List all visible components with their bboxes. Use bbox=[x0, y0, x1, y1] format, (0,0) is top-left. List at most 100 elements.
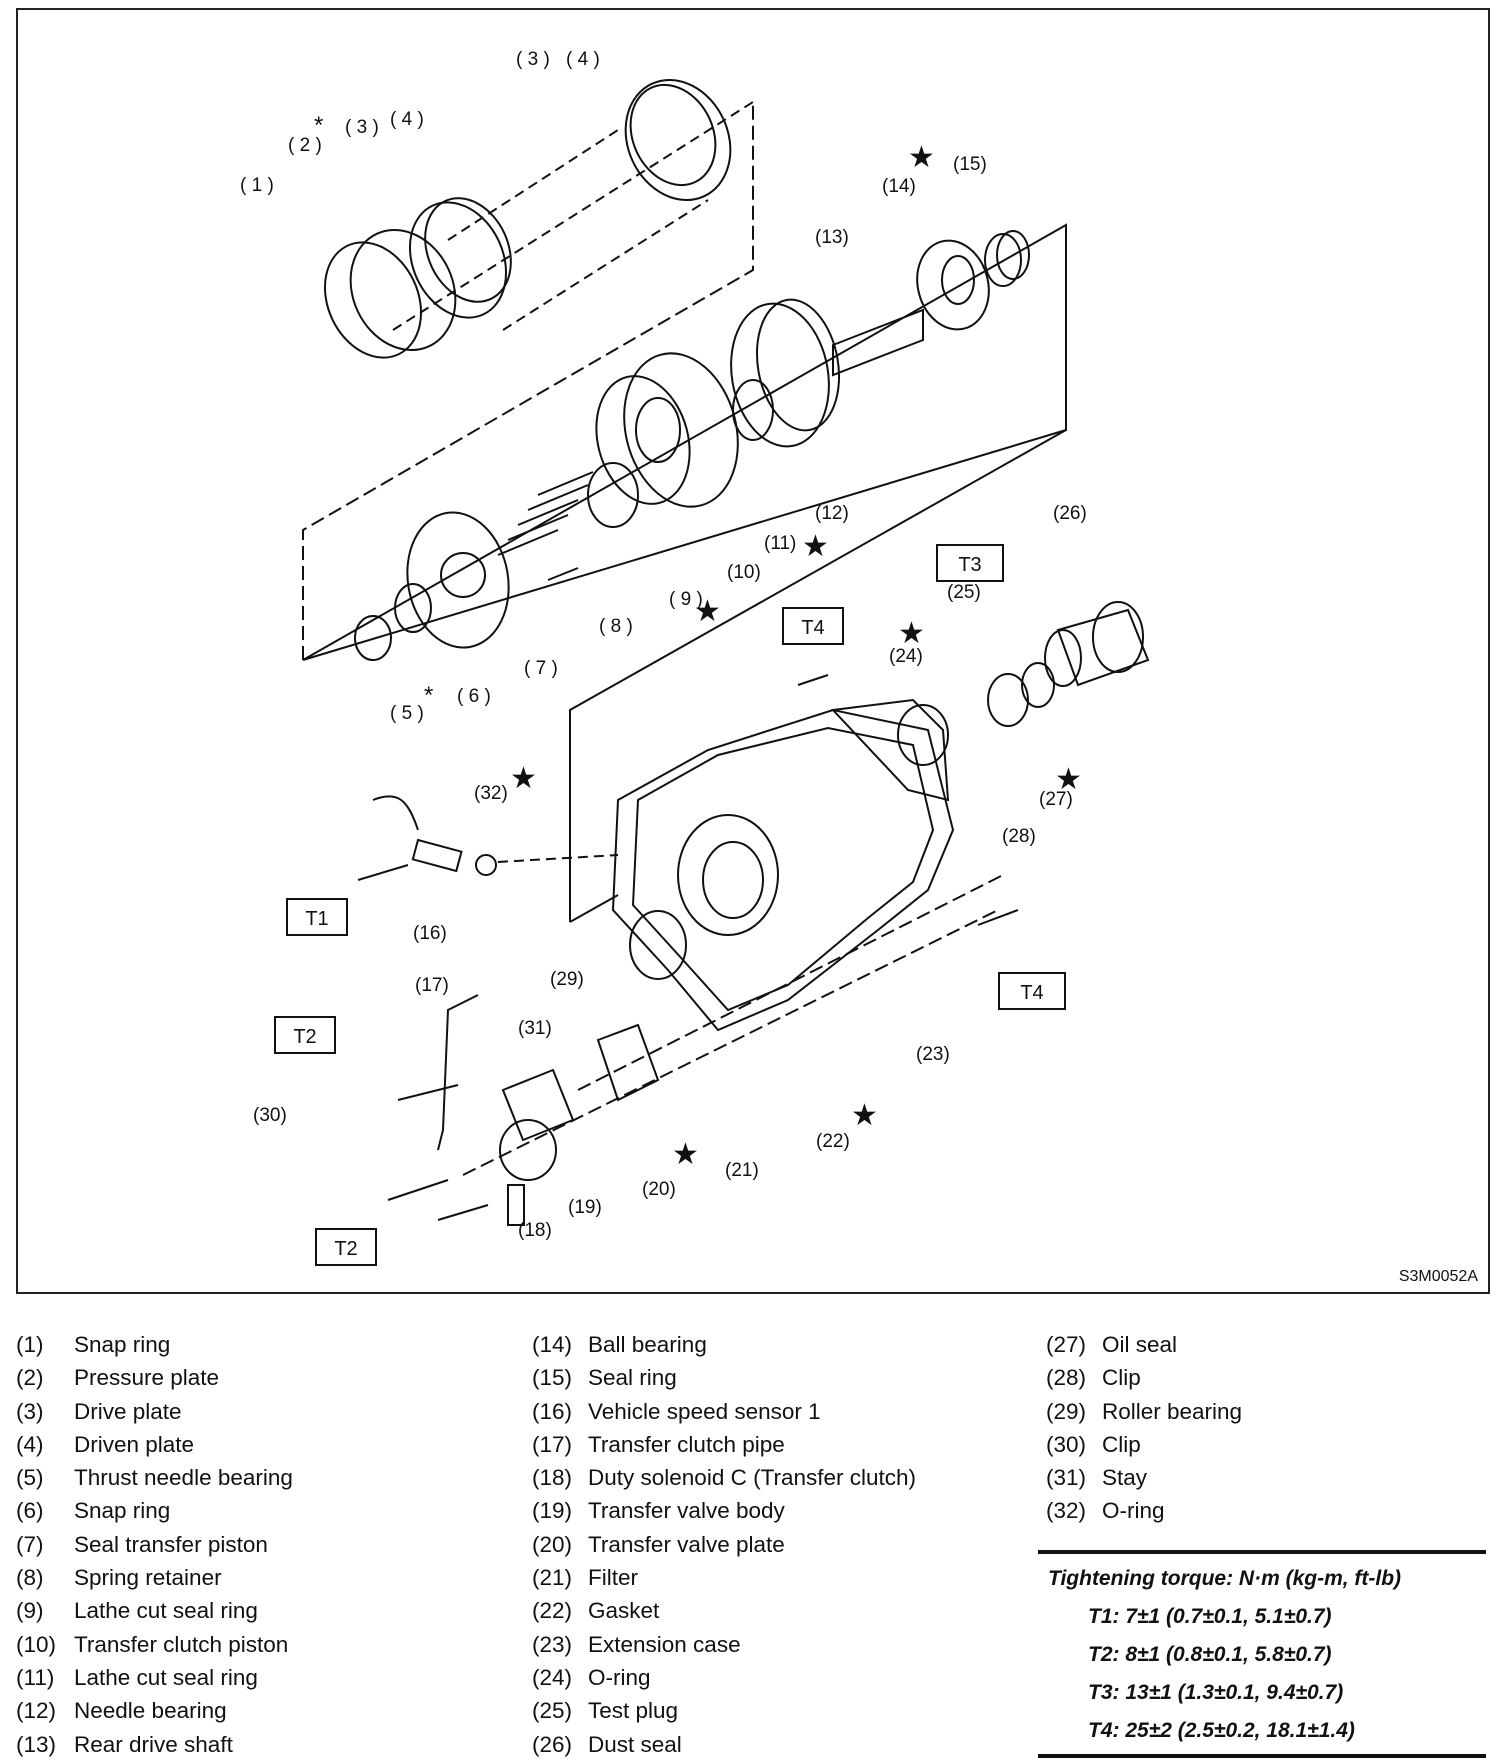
callout-label: (22) bbox=[816, 1131, 850, 1152]
legend-item: (15)Seal ring bbox=[532, 1361, 916, 1394]
legend-name: Pressure plate bbox=[74, 1365, 220, 1391]
legend-name: O-ring bbox=[588, 1664, 651, 1690]
legend-item: (21)Filter bbox=[532, 1561, 916, 1594]
legend-item: (18) Duty solenoid C (Transfer clutch) bbox=[532, 1461, 916, 1494]
legend-item: (1) Snap ring bbox=[16, 1328, 293, 1361]
legend-number: (22) bbox=[532, 1598, 573, 1624]
legend-name: Oil seal bbox=[1102, 1332, 1178, 1357]
legend-number: (26) bbox=[532, 1731, 573, 1757]
replace-star-icon: ★ bbox=[851, 1099, 878, 1132]
legend-name: Roller bearing bbox=[1102, 1398, 1243, 1424]
legend-number: (19) bbox=[532, 1498, 573, 1524]
callout-label: ( 2 ) bbox=[288, 135, 322, 156]
legend-number: (14) bbox=[532, 1332, 573, 1357]
replace-star-icon: ★ bbox=[672, 1138, 699, 1171]
upper-group-dashed-outline bbox=[302, 102, 754, 660]
legend-item: (25)Test plug bbox=[532, 1694, 916, 1727]
legend-name: Transfer clutch piston bbox=[74, 1631, 289, 1657]
callout-label: ( 4 ) bbox=[390, 109, 424, 130]
legend-item: (16)Vehicle speed sensor 1 bbox=[532, 1395, 916, 1428]
legend-name: Clip bbox=[1102, 1365, 1141, 1391]
legend-name: Snap ring bbox=[74, 1332, 171, 1357]
legend-name: Transfer clutch pipe bbox=[588, 1431, 785, 1457]
callout-label: ( 8 ) bbox=[599, 616, 633, 637]
rear-drive-shaft bbox=[832, 308, 924, 377]
callout-label: ( 6 ) bbox=[457, 686, 491, 707]
legend-item: (9)Lathe cut seal ring bbox=[16, 1594, 293, 1627]
legend-item: (24)O-ring bbox=[532, 1661, 916, 1694]
legend-number: (11) bbox=[16, 1664, 55, 1690]
legend-number: (10) bbox=[16, 1631, 57, 1657]
legend-number: (6) bbox=[16, 1498, 44, 1524]
torque-tag-t2: T2 bbox=[274, 1016, 336, 1054]
legend-number: (7) bbox=[16, 1531, 44, 1557]
speed-sensor-wire bbox=[372, 795, 419, 831]
callout-label: ( 1 ) bbox=[240, 175, 274, 196]
legend-name: Snap ring bbox=[74, 1498, 171, 1524]
exploded-diagram: ( 1 ) ( 2 ) ( 3 ) ( 4 ) ( 3 ) ( 4 ) ( 5 … bbox=[16, 8, 1490, 1294]
legend-number: (18) bbox=[532, 1465, 573, 1491]
callout-label: (18) bbox=[518, 1220, 552, 1241]
legend-item: (17)Transfer clutch pipe bbox=[532, 1428, 916, 1461]
legend-item: (29) Roller bearing bbox=[1046, 1395, 1242, 1428]
legend-number: (15) bbox=[532, 1365, 573, 1391]
legend-number: (1) bbox=[16, 1332, 44, 1357]
replace-star-icon: ★ bbox=[694, 595, 721, 628]
legend-item: (30)Clip bbox=[1046, 1428, 1242, 1461]
replace-star-icon: ★ bbox=[908, 141, 935, 174]
callout-label: ( 7 ) bbox=[524, 658, 558, 679]
callout-label: (26) bbox=[1053, 503, 1087, 524]
legend-name: Gasket bbox=[588, 1598, 660, 1624]
callout-label: (20) bbox=[642, 1179, 676, 1200]
legend-item: (19)Transfer valve body bbox=[532, 1494, 916, 1527]
legend-name: Transfer valve plate bbox=[588, 1531, 785, 1557]
legend-name: Spring retainer bbox=[74, 1565, 222, 1591]
extension-case-shape bbox=[611, 708, 955, 1032]
needle-bearing-gear bbox=[730, 302, 830, 448]
torque-tag-t4: T4 bbox=[782, 607, 844, 645]
legend-name: Thrust needle bearing bbox=[74, 1465, 293, 1491]
legend-number: (20) bbox=[532, 1531, 573, 1557]
legend-item: (12)Needle bearing bbox=[16, 1694, 293, 1727]
legend-item: (23)Extension case bbox=[532, 1628, 916, 1661]
legend-item: (11)Lathe cut seal ring bbox=[16, 1661, 293, 1694]
mid-group-dashed-outline bbox=[302, 223, 1067, 661]
legend-name: Extension case bbox=[588, 1631, 741, 1657]
replace-star-icon: ★ bbox=[1055, 763, 1082, 796]
ball-bearing-shape bbox=[916, 239, 990, 331]
callout-label: ( 5 ) bbox=[390, 703, 424, 724]
callout-label: (19) bbox=[568, 1197, 602, 1218]
callout-label: (17) bbox=[415, 975, 449, 996]
legend-number: (25) bbox=[532, 1698, 573, 1724]
legend-number: (32) bbox=[1046, 1498, 1087, 1524]
legend-item: (8)Spring retainer bbox=[16, 1561, 293, 1594]
callout-label: (30) bbox=[253, 1105, 287, 1126]
legend-name: Dust seal bbox=[588, 1731, 682, 1757]
speed-sensor-body bbox=[411, 838, 463, 873]
callout-label: ( 3 ) bbox=[345, 117, 379, 138]
asterisk-icon: * bbox=[424, 682, 434, 709]
oil-seal-shape bbox=[987, 673, 1029, 727]
torque-value: T1: 7±1 (0.7±0.1, 5.1±0.7) bbox=[1088, 1605, 1332, 1628]
lower-group-outline bbox=[569, 429, 1067, 922]
legend-item: (20) Transfer valve plate bbox=[532, 1528, 916, 1561]
legend-item: (28) Clip bbox=[1046, 1361, 1242, 1394]
callout-label: ( 3 ) bbox=[516, 49, 550, 70]
transfer-clutch-piston-shape bbox=[595, 375, 691, 505]
legend-number: (21) bbox=[532, 1565, 573, 1591]
legend-name: O-ring bbox=[1102, 1498, 1165, 1524]
torque-spec-table: Tightening torque: N·m (kg-m, ft-lb) T1:… bbox=[1038, 1550, 1486, 1758]
legend-name: Needle bearing bbox=[74, 1698, 227, 1724]
legend-item: (6) Snap ring bbox=[16, 1494, 293, 1527]
legend-name: Stay bbox=[1102, 1465, 1148, 1491]
callout-label: (32) bbox=[474, 783, 508, 804]
legend-item: (32) O-ring bbox=[1046, 1494, 1242, 1527]
callout-label: (13) bbox=[815, 227, 849, 248]
callout-label: (12) bbox=[815, 503, 849, 524]
legend-name: Duty solenoid C (Transfer clutch) bbox=[588, 1465, 917, 1491]
legend-number: (31) bbox=[1046, 1465, 1087, 1491]
legend-number: (28) bbox=[1046, 1365, 1087, 1391]
legend-number: (29) bbox=[1046, 1398, 1087, 1424]
legend-item: (2)Pressure plate bbox=[16, 1361, 293, 1394]
callout-label: (23) bbox=[916, 1044, 950, 1065]
